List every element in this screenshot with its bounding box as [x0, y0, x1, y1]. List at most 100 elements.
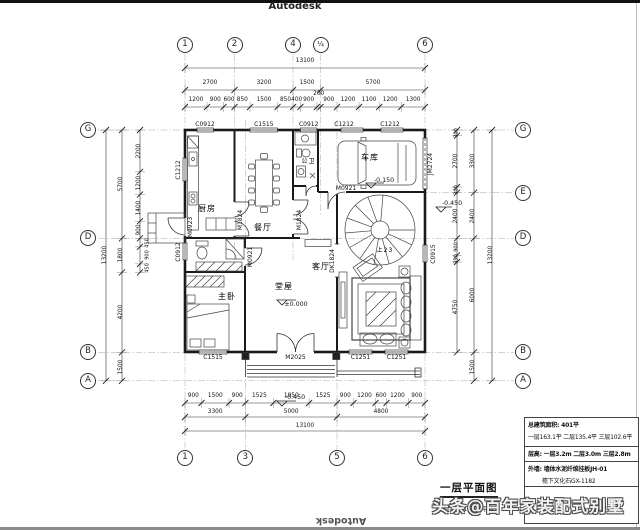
dim-total-bottom: 13100: [295, 423, 315, 430]
autodesk-watermark-top: Autodesk: [268, 1, 322, 12]
level-mark: -0.450: [284, 393, 306, 401]
title-block-row-exterior: 外墙: 墙体水泥纤维挂板JH-01 檐下文化石GX-1182: [525, 462, 638, 487]
axis-bubble-d-left: D: [80, 230, 96, 247]
dim: 900: [144, 250, 151, 261]
dim: 1200: [340, 97, 356, 104]
axis-bubble-5-bottom: 5: [329, 450, 345, 466]
axis-bubble-1-top: 1: [177, 37, 193, 53]
dim: 1525: [315, 393, 331, 400]
dim: 4750: [453, 299, 460, 315]
dim: 1500: [207, 393, 223, 400]
title-block-row-heights: 层高: 一层3.2m 二层3.0m 三层2.8m: [525, 447, 638, 462]
axis-bubble-d-right: D: [515, 230, 531, 247]
dim: 450: [144, 237, 151, 248]
dim: 1950: [283, 393, 299, 400]
furniture: [147, 131, 422, 351]
room-label-dining: 餐厅: [254, 223, 272, 232]
dim: 1200: [382, 97, 398, 104]
dim-total-right: 13200: [488, 246, 495, 265]
window-tag: C1251: [350, 354, 371, 361]
dim-total-top: 13100: [295, 58, 315, 65]
dim: 2700: [202, 80, 218, 87]
total-area-label: 总建筑面积: 401平: [528, 422, 579, 429]
axis-bubble-6-top: 6: [417, 37, 433, 53]
level-mark: -0.450: [441, 199, 463, 207]
dim: 900: [231, 393, 243, 400]
title-block: 总建筑面积: 401平 一层163.1平 二层135.4平 三层102.6平 层…: [524, 417, 639, 524]
axis-bubble-4-top: 4: [285, 37, 301, 53]
window-tag: C1212: [380, 120, 400, 128]
door-tag: M1824: [295, 209, 303, 231]
dim: 1200: [136, 175, 143, 191]
axis-bubble-g-right: G: [515, 122, 531, 138]
dimension-lines: [101, 63, 497, 436]
window-tag: C1515: [203, 354, 223, 361]
dim: 2400: [453, 208, 460, 223]
axis-bubble-1-bottom: 1: [177, 450, 193, 466]
dim: 4800: [373, 409, 389, 416]
axis-bubble-b-left: B: [80, 344, 96, 361]
eave-stone-label: 檐下文化石GX-1182: [542, 478, 596, 485]
dim: 850: [236, 97, 248, 104]
window-tag: C0912: [174, 241, 182, 262]
window-tag: C1212: [334, 120, 354, 128]
dim: 3300: [470, 154, 477, 169]
room-label-garage: 车库: [361, 153, 379, 162]
dim: 1500: [256, 97, 272, 104]
window-tag: C0912: [195, 120, 215, 128]
floor-areas-label: 一层163.1平 二层135.4平 三层102.6平: [528, 434, 633, 441]
plan-area-note: 本层面积163.1平米: [437, 505, 495, 513]
dim-total-left: 13200: [102, 245, 109, 265]
porch: [241, 352, 422, 378]
toutiao-watermark: 头条@百年家装配式别墅: [432, 497, 625, 516]
dim: 1500: [299, 80, 315, 87]
axis-bubble-e-right: E: [515, 184, 531, 201]
dim: 400: [291, 97, 303, 104]
window-tag: C1212: [174, 159, 182, 180]
axis-bubble-3-bottom: 3: [237, 450, 254, 466]
dim: 3300: [207, 409, 223, 416]
dim: 600: [223, 97, 235, 104]
axis-bubble-b-right: B: [515, 344, 531, 361]
dim: 900: [187, 393, 199, 400]
room-label-living-room: 客厅: [312, 262, 330, 271]
dim: 2700: [453, 154, 460, 169]
room-label-master-bedroom: 主卧: [218, 292, 236, 301]
dim: 900: [339, 393, 351, 400]
level-triangles: [276, 182, 452, 407]
dim: 1100: [361, 97, 377, 104]
top-black-bar: [0, 0, 640, 3]
dim: 1300: [405, 97, 421, 104]
dim: 2400: [470, 208, 477, 223]
dim: 600: [375, 393, 387, 400]
dim: 900: [453, 242, 460, 252]
axis-bubble-2-top: 2: [226, 37, 243, 53]
dim: 5700: [118, 176, 125, 192]
room-label-kitchen: 厨房: [198, 204, 216, 213]
door-tag: M1824: [236, 209, 244, 231]
door-tag: M0921: [335, 184, 357, 192]
dim: 4200: [118, 305, 125, 320]
dim: 350: [453, 253, 460, 264]
dim: 200: [313, 91, 325, 98]
door-tag: M2025: [285, 354, 306, 361]
dim: 1200: [357, 393, 372, 400]
dim: 6000: [470, 287, 477, 303]
window-tag: C0915: [429, 243, 437, 264]
dim: 900: [303, 97, 315, 104]
dim: 3200: [256, 80, 272, 87]
window-tag: C1515: [254, 120, 274, 128]
dim: 1200: [188, 97, 204, 104]
dim: 900: [209, 97, 221, 104]
dim: 1800: [118, 248, 125, 263]
dim: 850: [279, 97, 292, 104]
dim: 2200: [136, 143, 143, 159]
axis-bubble-a-right: A: [515, 372, 531, 389]
room-label-public-wc: 公卫: [301, 157, 316, 165]
dim: 1400: [136, 200, 143, 216]
axis-bubble-1-4-top: ¼: [312, 37, 329, 53]
dim: 450: [144, 263, 151, 273]
dim: 900: [411, 393, 423, 400]
